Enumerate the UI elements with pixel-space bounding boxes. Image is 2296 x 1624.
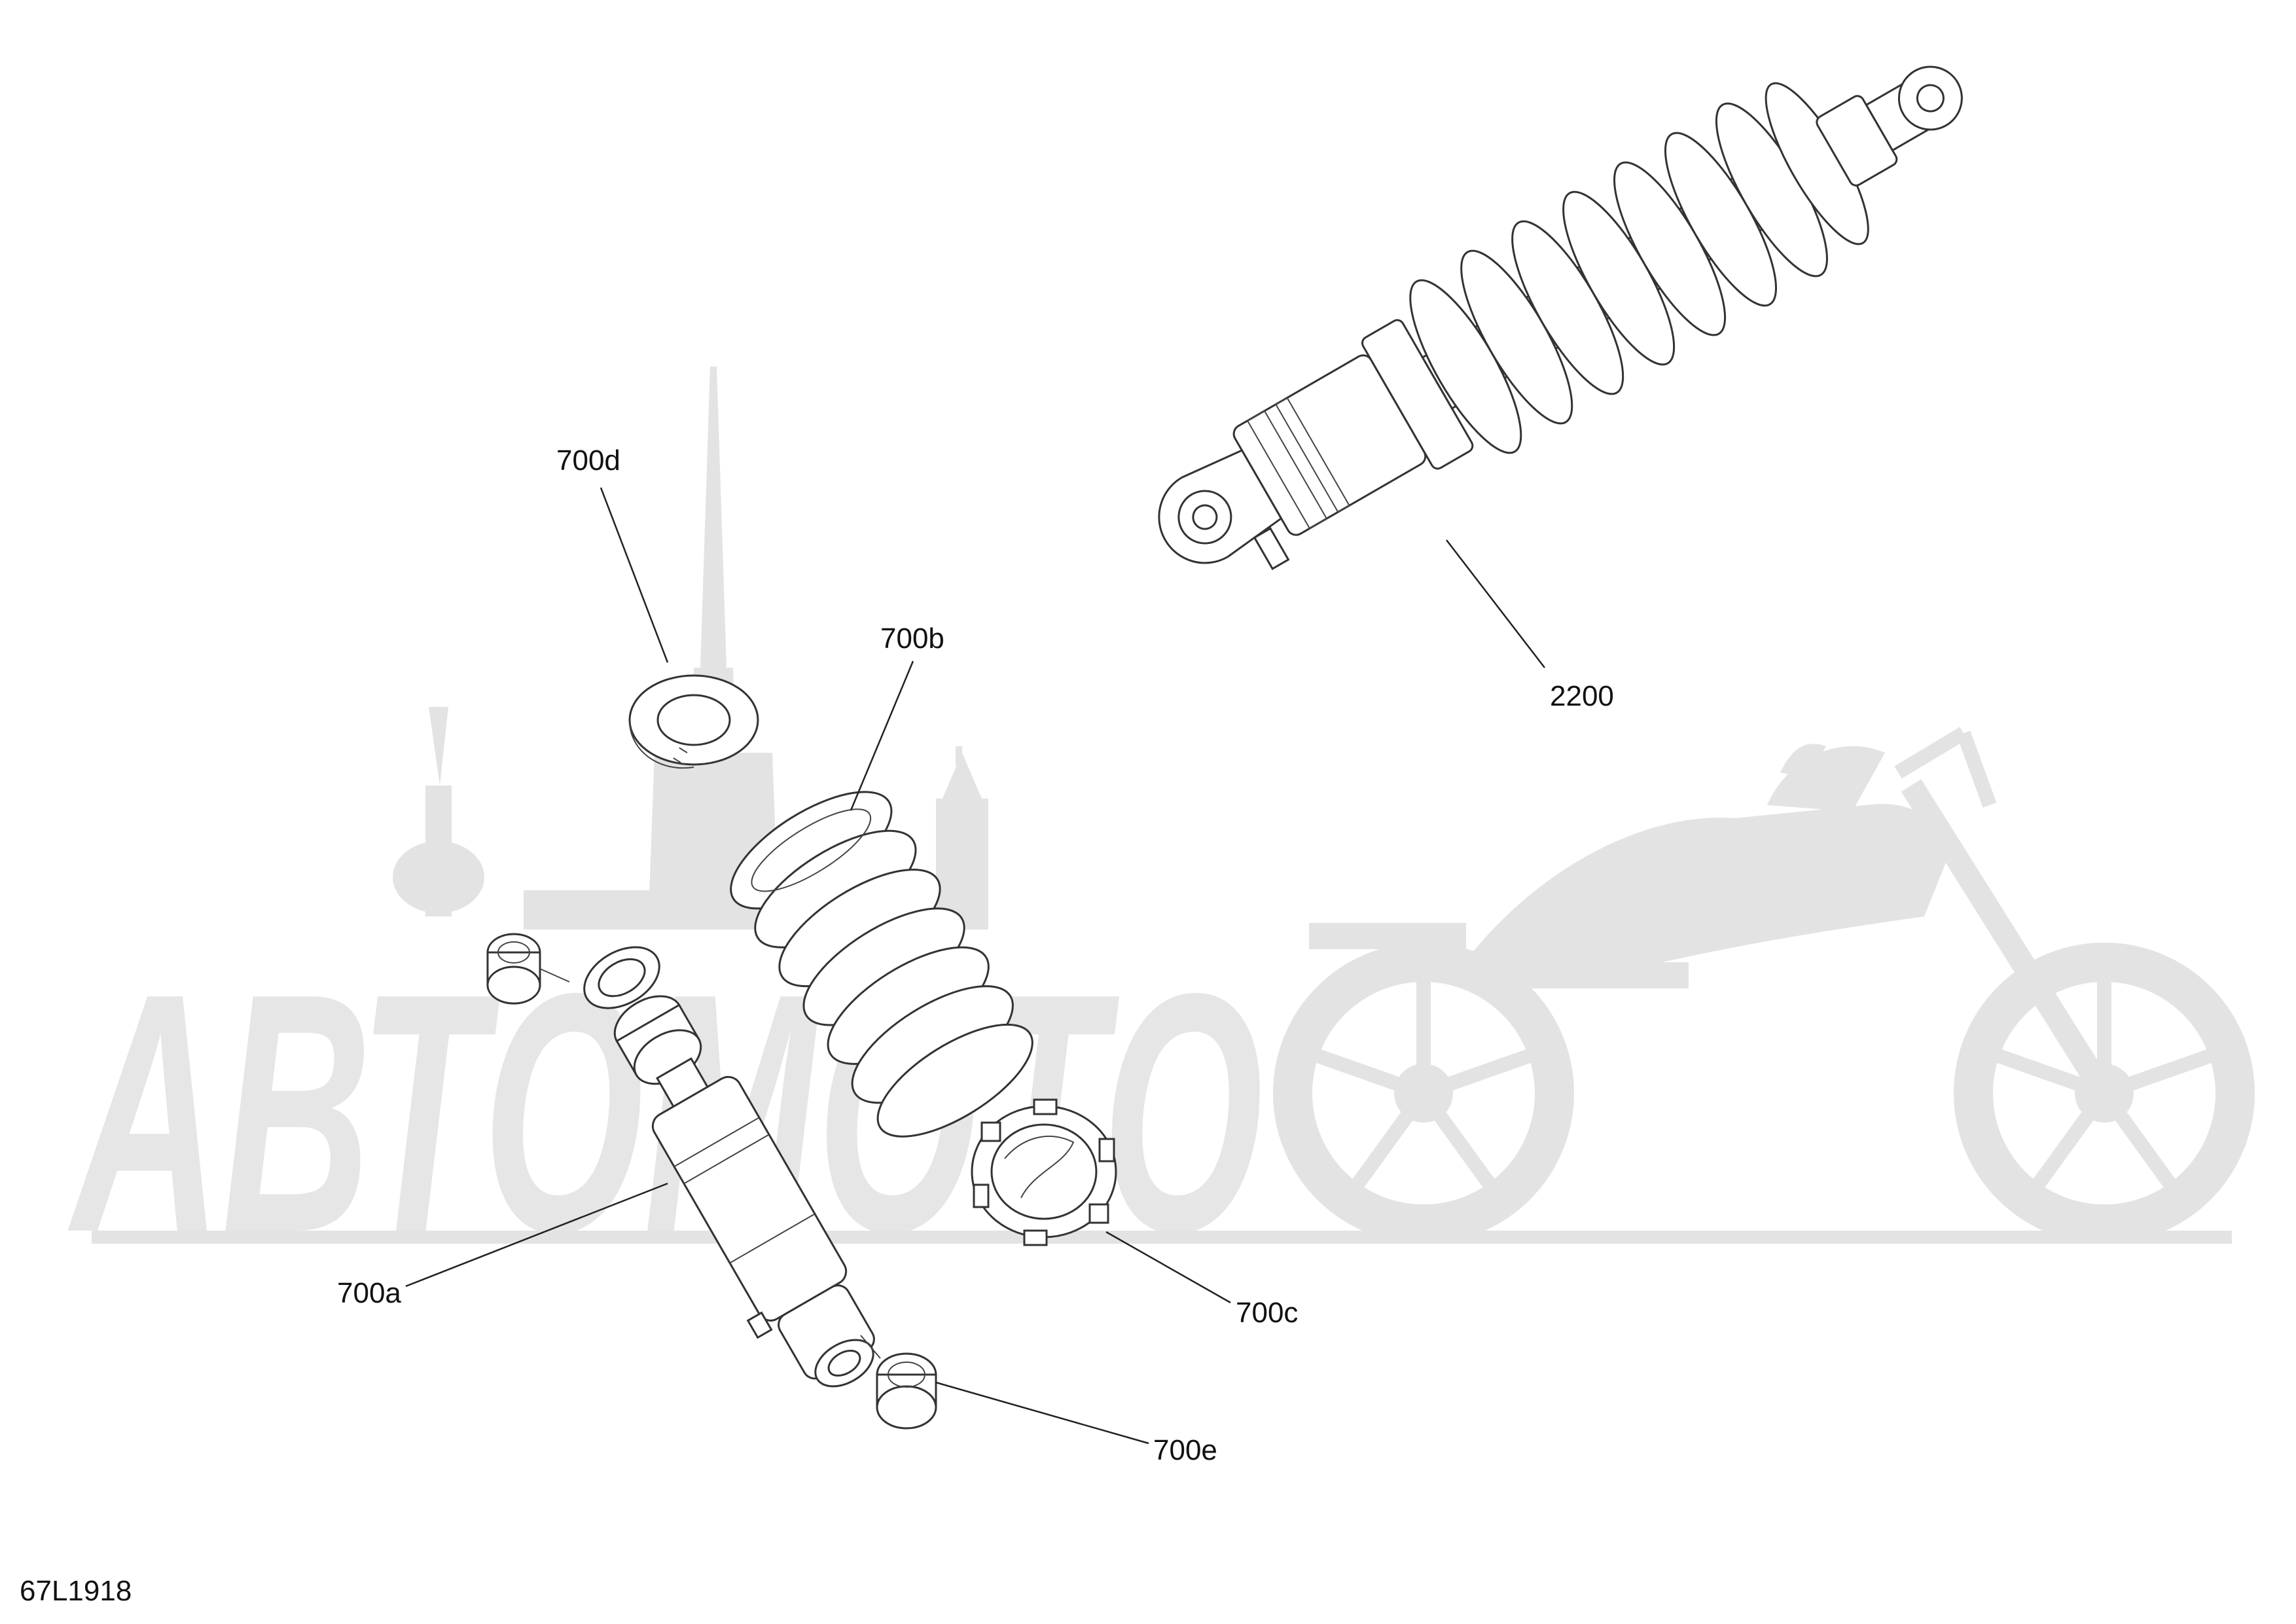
part-2200-shock-absorber: [1158, 65, 1963, 570]
part-upper-bushing: [486, 933, 541, 1005]
part-700e-bushing: [876, 1352, 937, 1430]
bushing-axis-line: [539, 968, 570, 983]
callout-700d: 700d: [556, 444, 620, 477]
shock-spring-coils: [1409, 82, 1869, 454]
callout-700c: 700c: [1236, 1297, 1298, 1329]
callout-700e: 700e: [1153, 1434, 1217, 1466]
callout-700b: 700b: [880, 623, 944, 655]
part-700d-spring-retainer: [628, 674, 759, 769]
leader-lines: [405, 487, 1545, 1445]
part-700b-coil-spring: [730, 791, 1033, 1138]
lower-bushing-axis-line: [860, 1335, 881, 1359]
watermark-logo: АВТОМОТО: [65, 367, 2255, 1303]
part-700a-damper: [583, 946, 875, 1388]
figure-code: 67L1918: [20, 1575, 132, 1607]
callout-2200: 2200: [1550, 680, 1614, 712]
watermark-motorcycle: [1273, 727, 2255, 1244]
part-700c-adjuster-nut: [971, 1098, 1117, 1246]
callout-700a: 700a: [337, 1277, 401, 1309]
